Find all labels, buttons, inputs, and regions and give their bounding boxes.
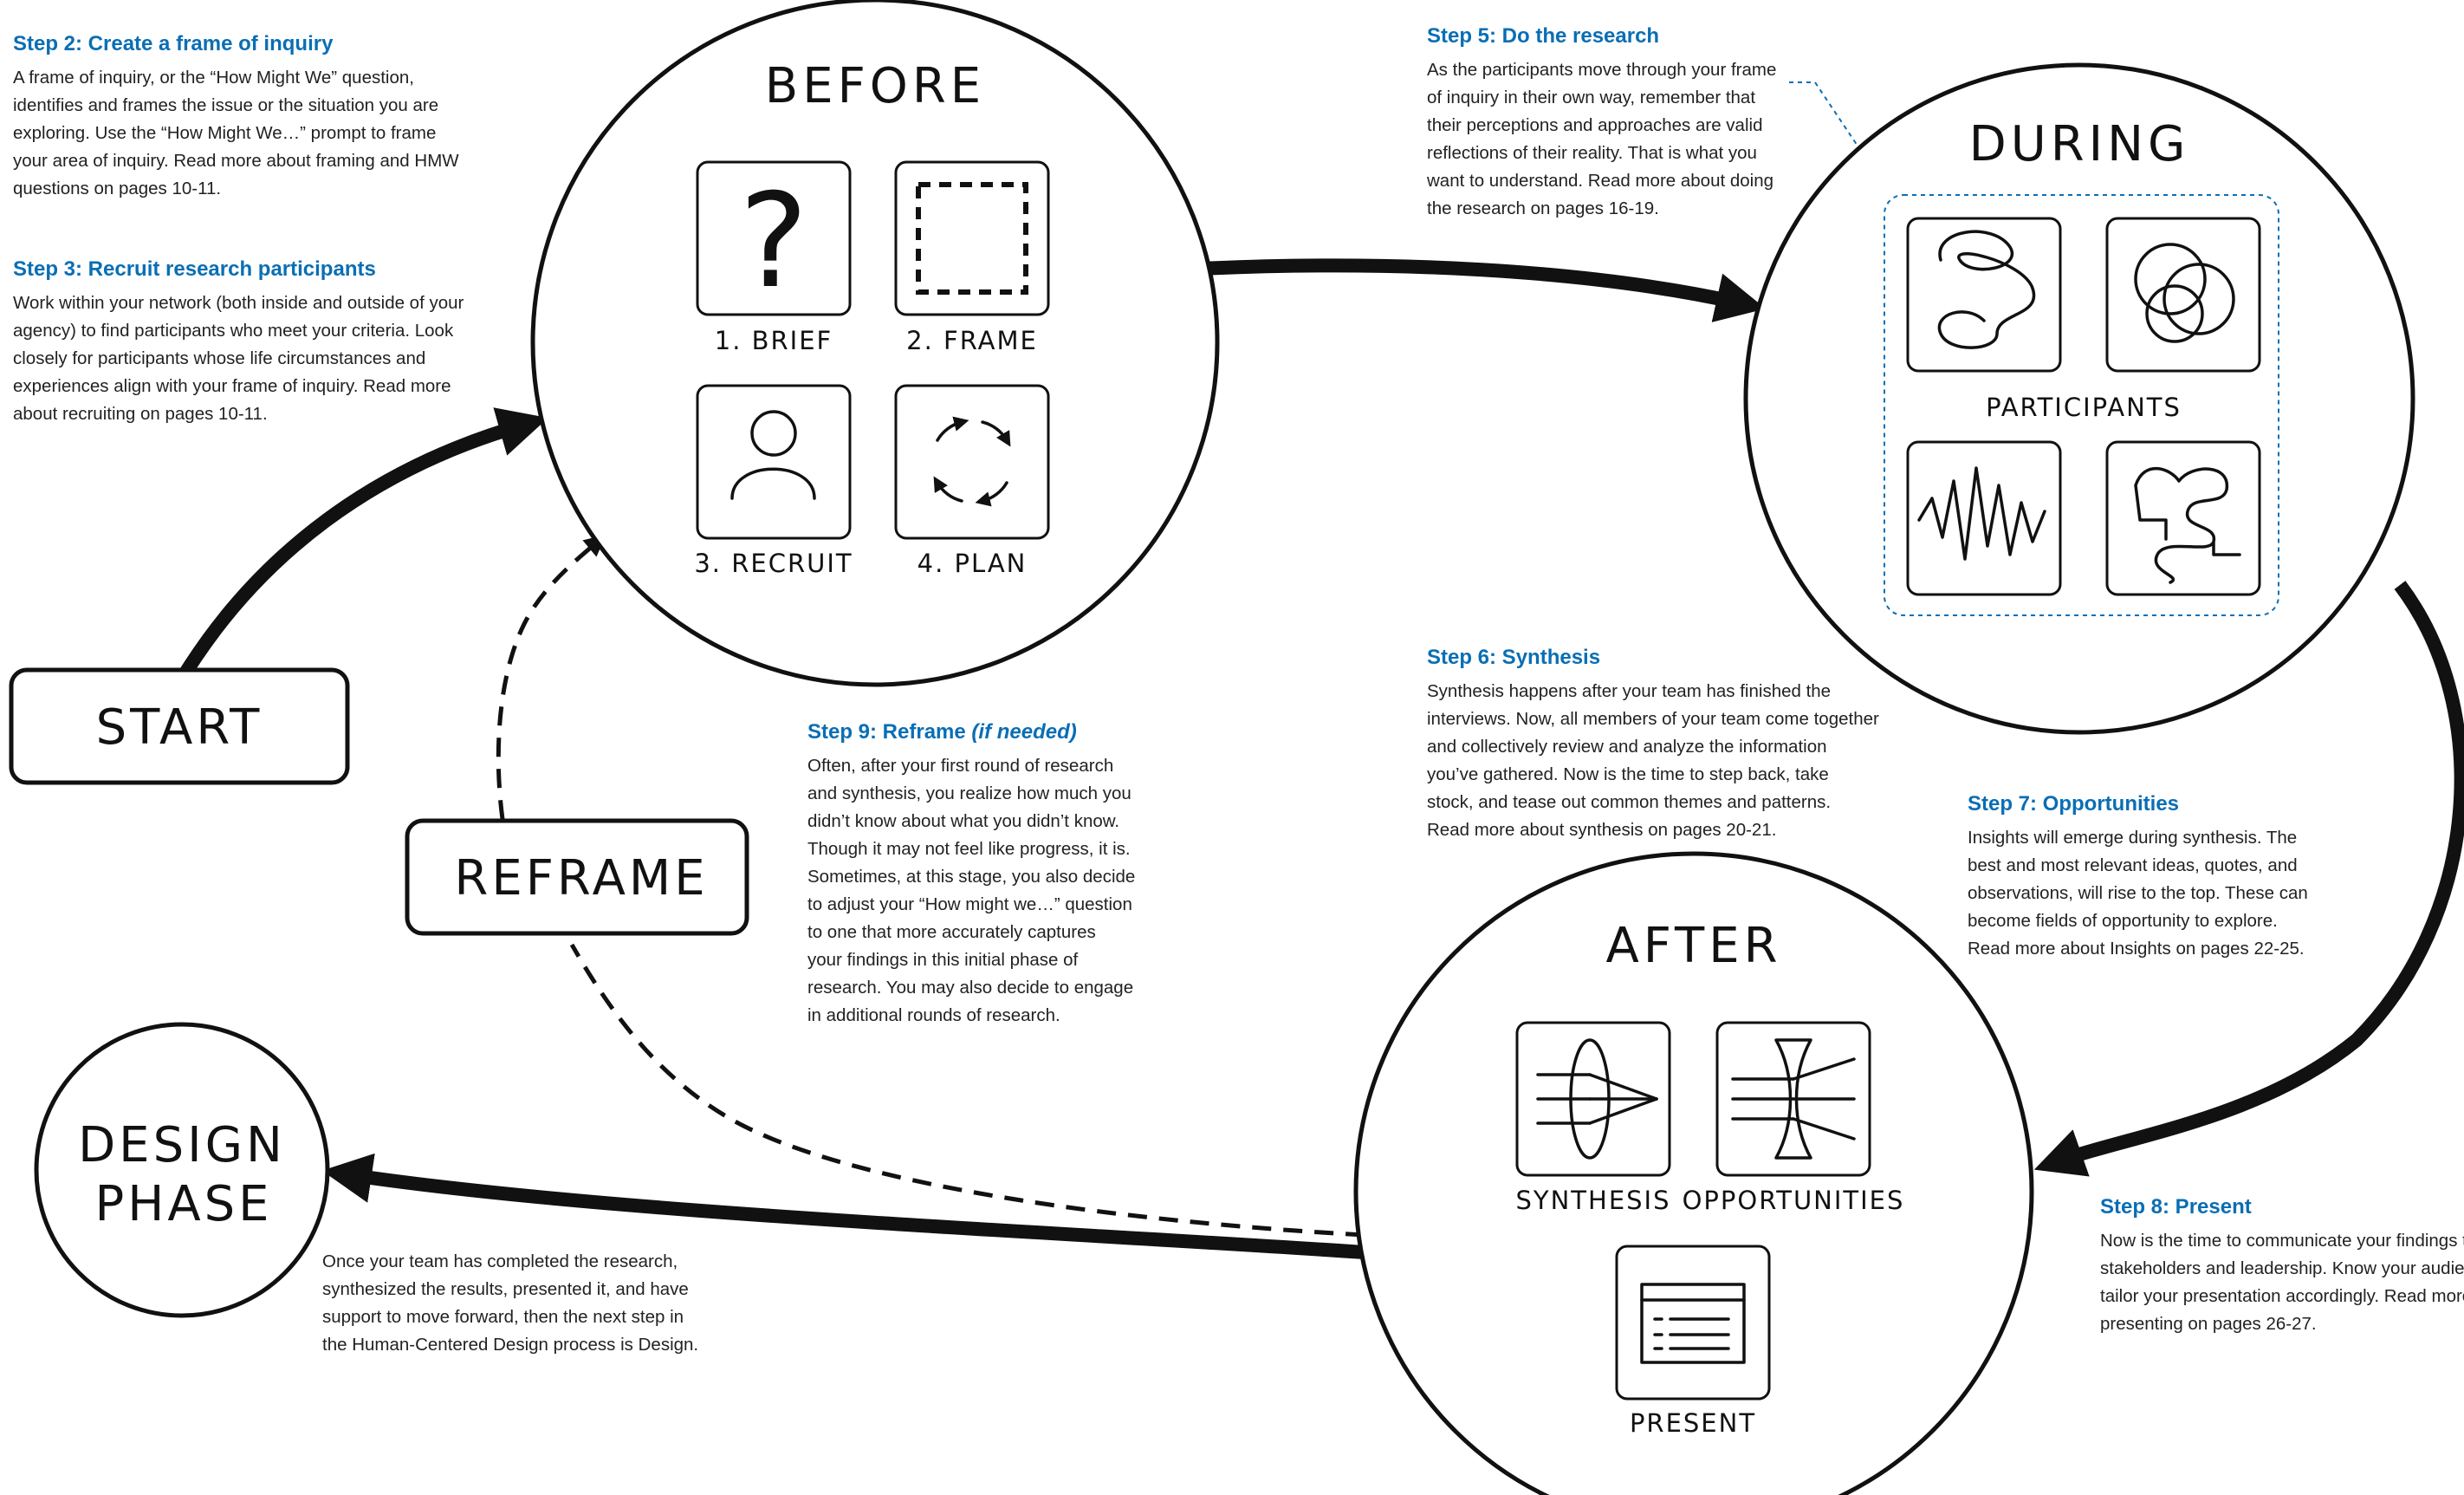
after-title: AFTER (1605, 918, 1781, 974)
during-to-after-arrow (2033, 581, 2464, 1177)
participant-box-1 (1906, 217, 2062, 373)
during-title: DURING (1969, 116, 2190, 172)
winding-path-icon (2134, 466, 2241, 584)
during-circle: DURING PARTICIPANTS (1743, 62, 2415, 735)
diverging-lens-icon (1731, 1038, 1856, 1160)
after-circle: AFTER SYNTHESIS (1353, 851, 2034, 1495)
step6-body: Synthesis happens after your team has fi… (1427, 681, 1884, 840)
present-box (1615, 1245, 1771, 1401)
frame-label: 2. FRAME (906, 326, 1038, 355)
connectors (180, 81, 2464, 1259)
design-phase-title-line-2: PHASE (94, 1176, 272, 1232)
step3-body: Work within your network (both inside an… (13, 293, 469, 424)
design-note-body: Once your team has completed the researc… (322, 1251, 698, 1355)
step9-title: Step 9: Reframe (if needed) (807, 720, 1077, 744)
brief-box: ? (696, 160, 852, 317)
start-label: START (96, 699, 263, 756)
step8-block: Step 8: Present Now is the time to commu… (2100, 1195, 2464, 1334)
participants-label: PARTICIPANTS (1986, 393, 2182, 422)
dashed-frame-icon (916, 182, 1028, 295)
after-to-design-arrow (321, 1153, 1365, 1259)
participant-box-4 (2105, 440, 2261, 596)
step5-body: As the participants move through your fr… (1426, 60, 1781, 218)
opportunities-box (1715, 1021, 1871, 1177)
scribble-icon (1937, 230, 2036, 349)
after-circle-outline (1353, 851, 2034, 1495)
step7-title: Step 7: Opportunities (1968, 792, 2179, 816)
step9-title-emphasis: (if needed) (971, 720, 1076, 744)
step7-body: Insights will emerge during synthesis. T… (1968, 828, 2312, 959)
start-to-before-arrow (180, 407, 548, 676)
recruit-label: 3. RECRUIT (694, 549, 853, 578)
step7-block: Step 7: Opportunities Insights will emer… (1968, 792, 2312, 959)
participant-box-2 (2105, 217, 2261, 373)
plan-label: 4. PLAN (918, 549, 1028, 578)
design-phase-title-line-1: DESIGN (78, 1117, 286, 1173)
reframe-label: REFRAME (454, 850, 708, 907)
step6-title: Step 6: Synthesis (1427, 646, 1600, 669)
person-icon (730, 410, 816, 500)
synthesis-label: SYNTHESIS (1515, 1186, 1670, 1215)
overlapping-circles-icon (2134, 243, 2235, 343)
step9-title-main: Step 9: Reframe (807, 720, 971, 744)
step5-title: Step 5: Do the research (1427, 24, 1659, 48)
reframe-to-before-dashed-arrow (496, 534, 606, 820)
step8-body: Now is the time to communicate your find… (2100, 1231, 2464, 1334)
before-to-during-arrow (1199, 258, 1767, 322)
converging-lens-icon (1536, 1038, 1658, 1160)
before-circle: BEFORE ? 1. BRIEF 2. FRAME 3. RECRUIT (530, 0, 1220, 687)
reframe-pill: REFRAME (405, 818, 749, 936)
design-note-block: Once your team has completed the researc… (322, 1251, 698, 1355)
start-pill: START (9, 667, 350, 785)
step8-title: Step 8: Present (2100, 1195, 2252, 1219)
recruit-box (696, 384, 852, 540)
step2-block: Step 2: Create a frame of inquiry A fram… (13, 32, 464, 198)
after-to-reframe-dashed (569, 943, 1365, 1238)
step9-block: Step 9: Reframe (if needed) Often, after… (807, 720, 1140, 1025)
cycle-arrows-icon (933, 416, 1011, 507)
zigzag-wave-icon (1917, 466, 2046, 561)
participant-box-3 (1906, 440, 2062, 596)
presentation-icon (1640, 1283, 1746, 1364)
before-title: BEFORE (765, 58, 985, 114)
plan-box (894, 384, 1050, 540)
present-label: PRESENT (1630, 1408, 1756, 1438)
synthesis-box (1515, 1021, 1671, 1177)
question-mark-icon: ? (739, 166, 808, 317)
step6-block: Step 6: Synthesis Synthesis happens afte… (1427, 646, 1884, 840)
opportunities-label: OPPORTUNITIES (1683, 1186, 1905, 1215)
step9-body: Often, after your first round of researc… (807, 756, 1140, 1025)
frame-box (894, 160, 1050, 316)
brief-label: 1. BRIEF (715, 326, 833, 355)
step3-title: Step 3: Recruit research participants (13, 257, 376, 281)
step3-block: Step 3: Recruit research participants Wo… (13, 257, 469, 424)
step2-title: Step 2: Create a frame of inquiry (13, 32, 334, 55)
step2-body: A frame of inquiry, or the “How Might We… (13, 68, 464, 198)
step5-block: Step 5: Do the research As the participa… (1426, 24, 1781, 218)
design-phase-circle: DESIGN PHASE (34, 1022, 330, 1318)
design-phase-outline (34, 1022, 330, 1318)
